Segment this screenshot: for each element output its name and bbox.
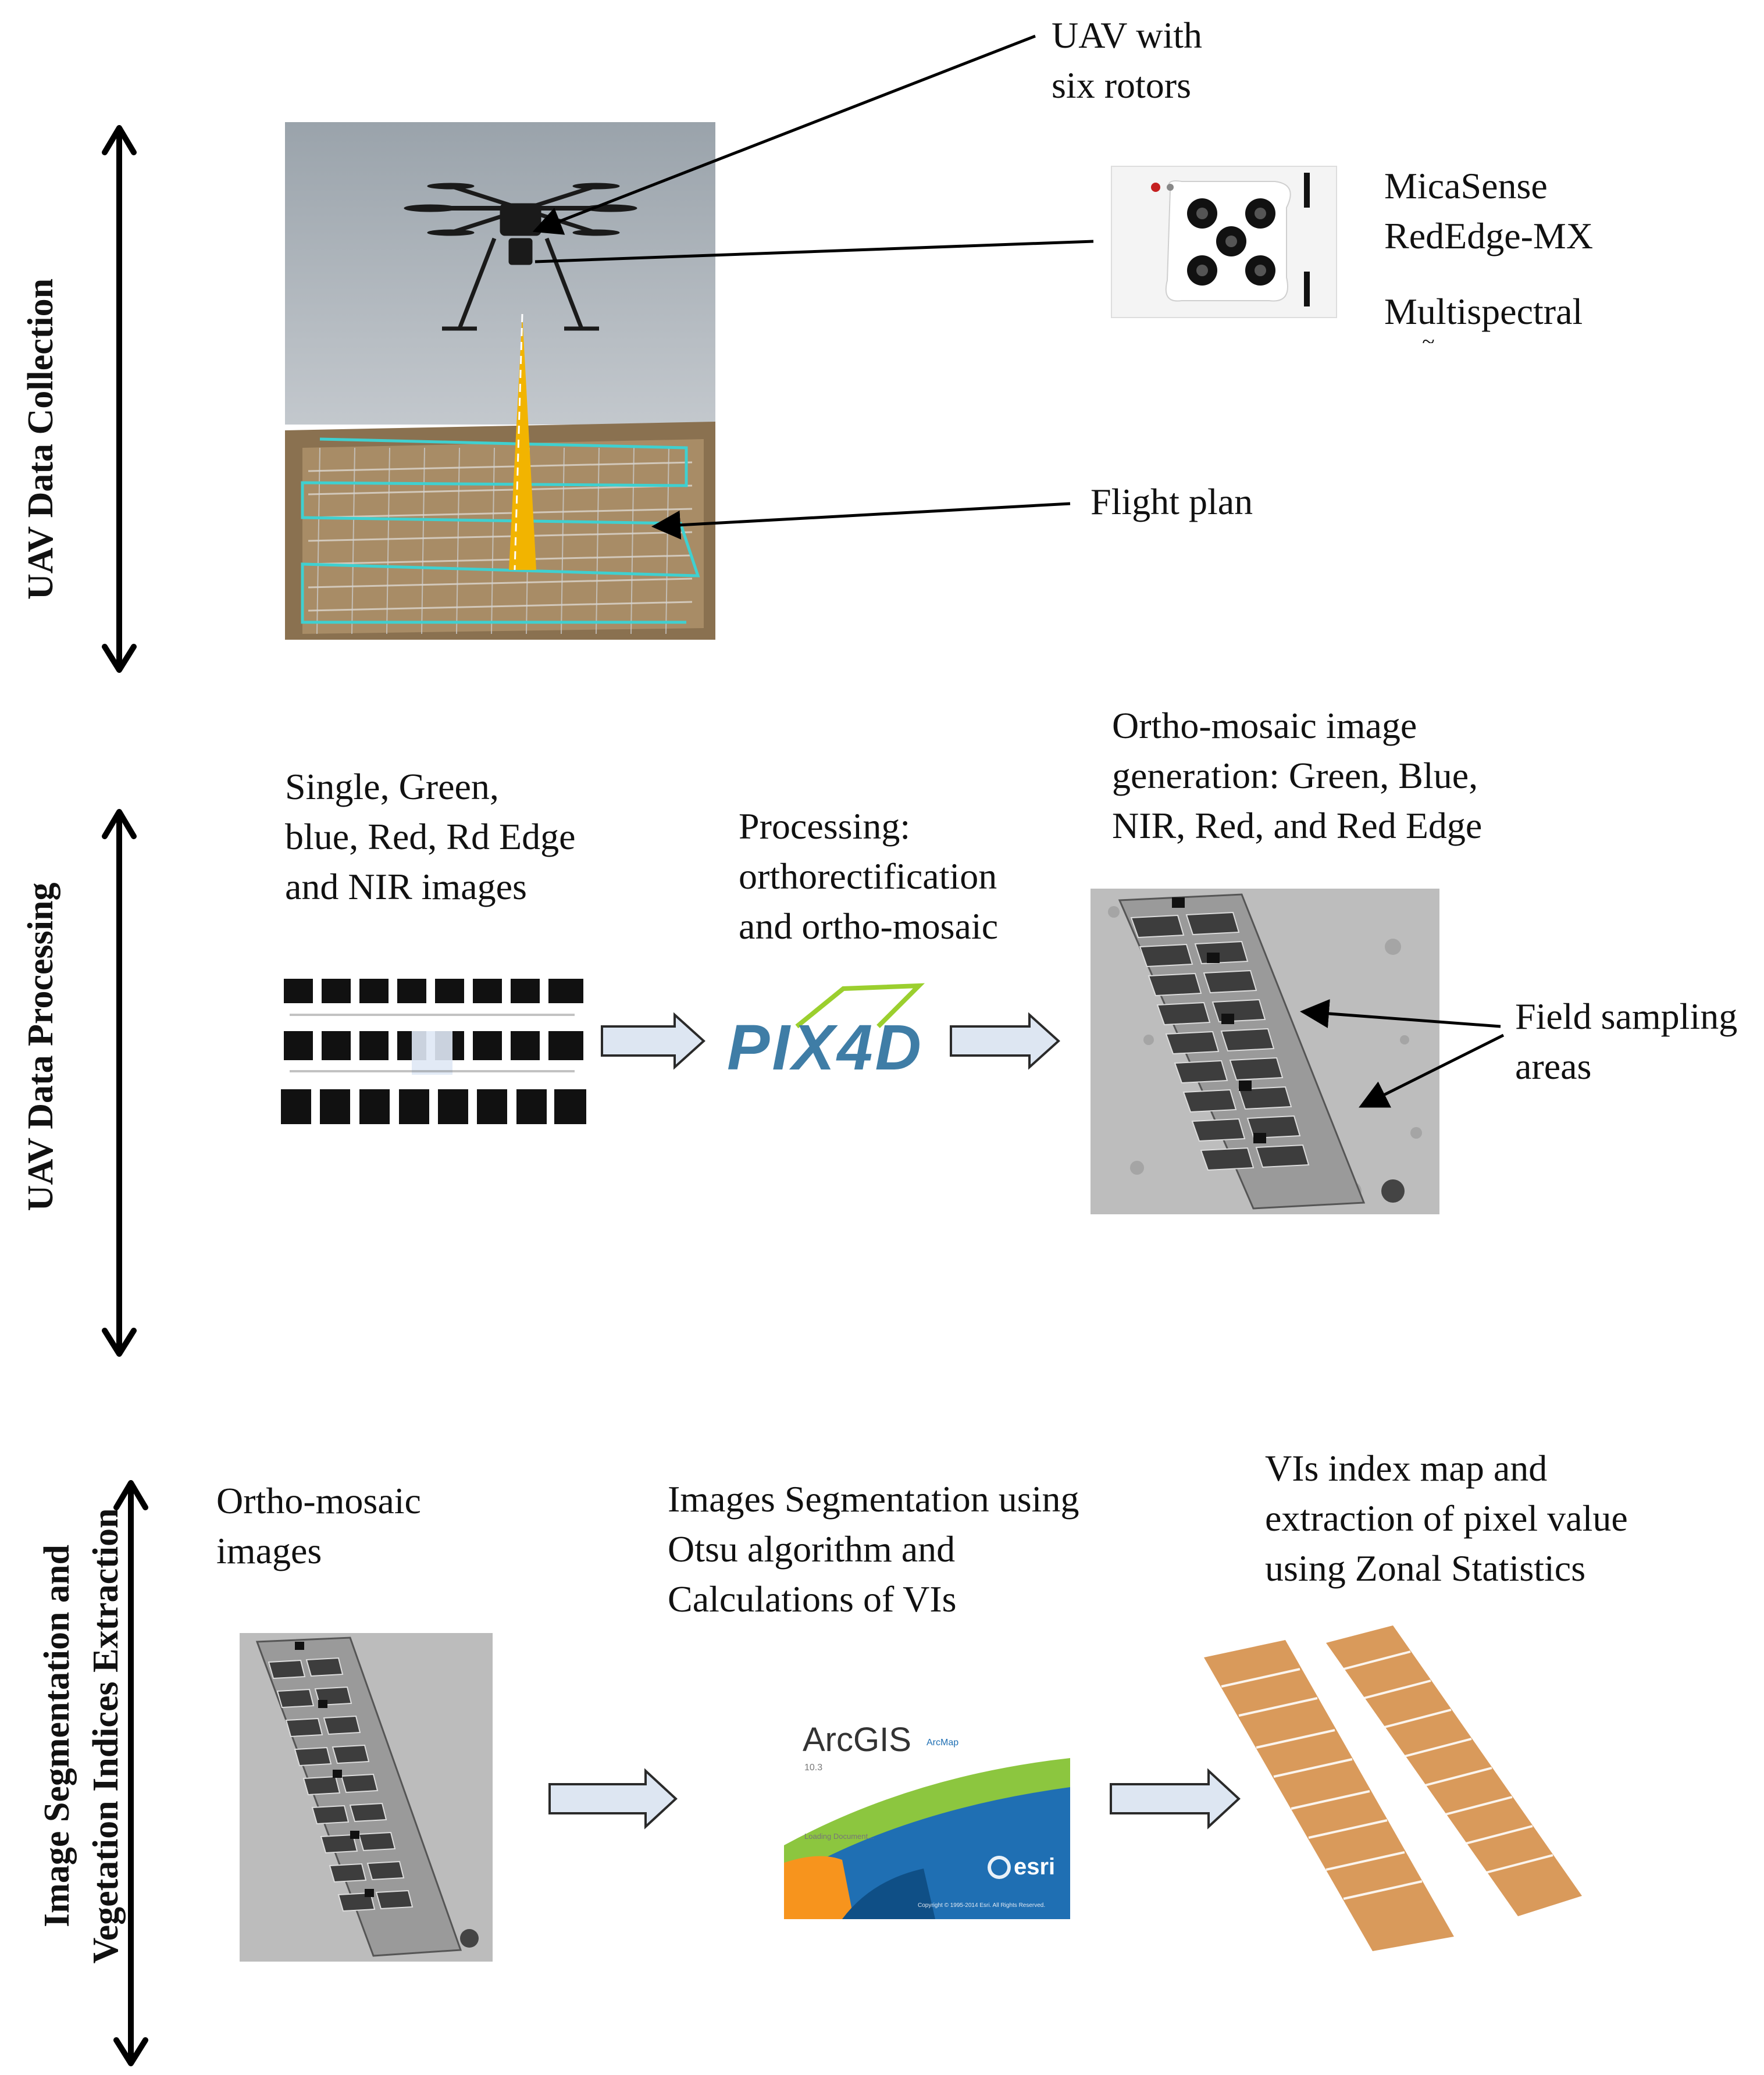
- ortho-images-line: images: [216, 1530, 322, 1571]
- processing-line: Processing:: [739, 805, 911, 847]
- esri-wordmark: esri: [1014, 1854, 1056, 1880]
- ortho-mosaic-image: [1091, 889, 1439, 1214]
- ortho-images-caption: Ortho-mosaic images: [216, 1476, 421, 1576]
- vi-map-line: extraction of pixel value: [1265, 1498, 1628, 1539]
- processing-line: orthorectification: [739, 855, 997, 897]
- ortho-generation-line: Ortho-mosaic image: [1112, 705, 1417, 746]
- sensor-beam: [509, 314, 536, 570]
- flow-arrow-4: [1110, 1768, 1241, 1830]
- flight-plan-caption: Flight plan: [1091, 481, 1253, 522]
- vi-index-map: [1198, 1623, 1617, 1954]
- sensor-caption-line: RedEdge-MX: [1384, 215, 1594, 256]
- sensor-caption: MicaSense RedEdge-MX Multispectral: [1384, 161, 1593, 337]
- vi-map-line: using Zonal Statistics: [1265, 1548, 1586, 1589]
- field-sampling-caption: Field sampling areas: [1515, 992, 1737, 1092]
- sensor-caption-line: Multispectral: [1384, 291, 1583, 332]
- processing-line: and ortho-mosaic: [739, 905, 999, 947]
- uav-caption-line: UAV with: [1052, 15, 1203, 56]
- uav-caption-line: six rotors: [1052, 65, 1191, 106]
- segmentation-caption: Images Segmentation using Otsu algorithm…: [668, 1474, 1079, 1624]
- uav-leader: [532, 34, 1036, 235]
- sensor-caption-line: MicaSense: [1384, 165, 1548, 206]
- uav-caption: UAV with six rotors: [1052, 10, 1202, 110]
- arcgis-copyright: Copyright © 1995-2014 Esri. All Rights R…: [918, 1902, 1046, 1909]
- micasense-camera-photo: [1111, 166, 1337, 318]
- segmentation-line: Images Segmentation using: [668, 1478, 1079, 1520]
- processing-caption: Processing: orthorectification and ortho…: [739, 801, 998, 951]
- arcgis-loading-text: Loading Document...: [804, 1832, 874, 1841]
- field-sampling-line: Field sampling: [1515, 996, 1738, 1037]
- field-sampling-leader-1: [1300, 999, 1501, 1028]
- flight-plan-leader: [651, 502, 1071, 540]
- ortho-images-line: Ortho-mosaic: [216, 1480, 421, 1521]
- arcgis-version: 10.3: [804, 1763, 823, 1773]
- drone-icon: [404, 183, 637, 331]
- pix4d-logo: PIX4D: [727, 983, 931, 1083]
- vi-map-line: VIs index map and: [1265, 1447, 1548, 1489]
- ortho-generation-line: NIR, Red, and Red Edge: [1112, 805, 1483, 846]
- flow-arrow-3: [548, 1768, 678, 1830]
- ortho-mosaic-small-image: [240, 1633, 493, 1962]
- single-images-line: Single, Green,: [285, 766, 499, 807]
- field-sampling-line: areas: [1515, 1046, 1592, 1087]
- arcgis-wordmark: ArcGIS: [803, 1721, 911, 1759]
- ortho-generation-caption: Ortho-mosaic image generation: Green, Bl…: [1112, 701, 1482, 851]
- ortho-generation-line: generation: Green, Blue,: [1112, 755, 1478, 796]
- sensor-caption-cutoff: ~: [1422, 330, 1435, 343]
- arcmap-wordmark: ArcMap: [926, 1738, 959, 1748]
- segmentation-line: Calculations of VIs: [668, 1578, 957, 1620]
- flow-arrow-1: [601, 1012, 705, 1070]
- field-sampling-leader-2: [1359, 1033, 1505, 1108]
- arcgis-splash: ArcGIS ArcMap 10.3 Loading Document... e…: [784, 1694, 1070, 1919]
- single-images-line: blue, Red, Rd Edge: [285, 816, 576, 857]
- uav-photo: [285, 122, 715, 640]
- sensor-leader: [534, 240, 1094, 263]
- segmentation-line: Otsu algorithm and: [668, 1528, 956, 1570]
- vi-map-caption: VIs index map and extraction of pixel va…: [1265, 1443, 1628, 1593]
- single-band-images: [278, 976, 592, 1130]
- flight-path: [301, 437, 700, 624]
- single-images-caption: Single, Green, blue, Red, Rd Edge and NI…: [285, 762, 575, 912]
- single-images-line: and NIR images: [285, 866, 527, 907]
- flow-arrow-2: [950, 1012, 1060, 1070]
- pix4d-wordmark: PIX4D: [727, 1012, 924, 1083]
